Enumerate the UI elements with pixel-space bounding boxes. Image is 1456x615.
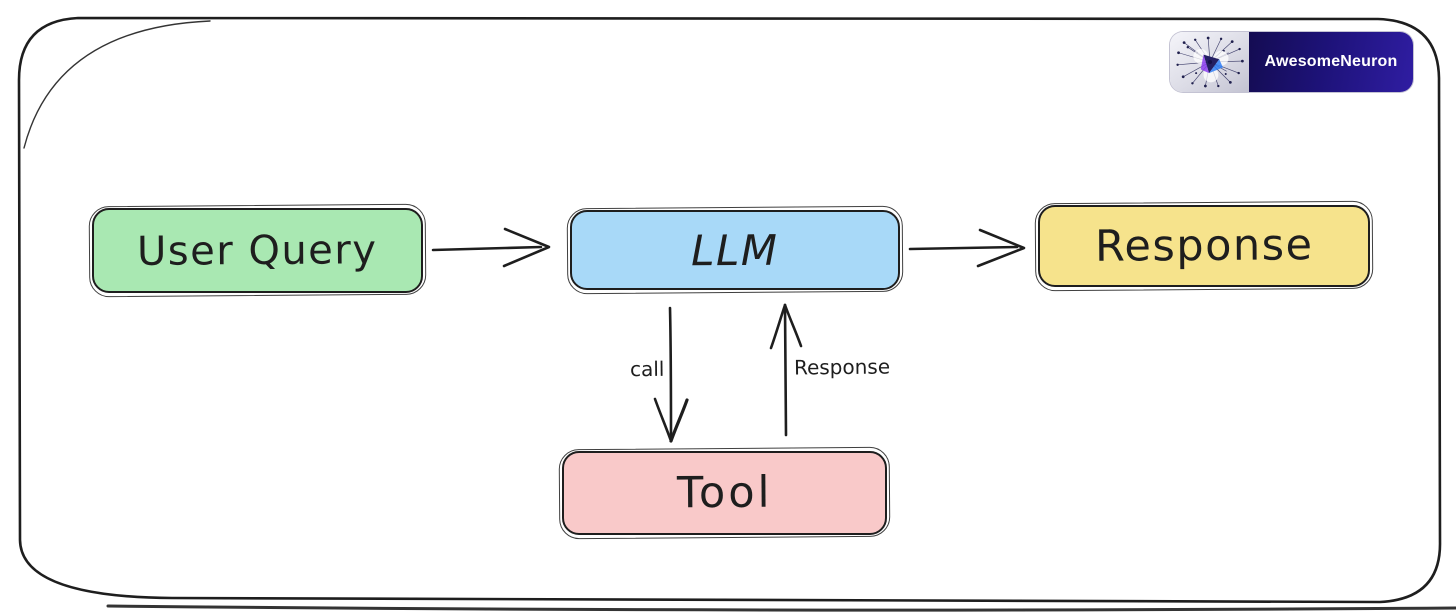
neuron-logo-icon	[1170, 32, 1249, 92]
node-tool-label: Tool	[676, 467, 773, 519]
brand-name-plate: AwesomeNeuron	[1249, 32, 1413, 92]
arrow-llm-to-response	[908, 228, 1026, 268]
brand-badge[interactable]: AwesomeNeuron	[1170, 32, 1413, 92]
node-user-query-label: User Query	[137, 226, 378, 275]
edge-label-call: call	[629, 356, 665, 382]
brand-name: AwesomeNeuron	[1264, 53, 1398, 70]
node-llm-label: LLM	[691, 225, 779, 275]
node-tool[interactable]: Tool	[562, 451, 887, 535]
node-response[interactable]: Response	[1038, 205, 1370, 287]
edge-label-response: Response	[793, 354, 891, 380]
node-llm[interactable]: LLM	[570, 210, 900, 290]
node-user-query[interactable]: User Query	[92, 208, 423, 293]
arrow-user-query-to-llm	[431, 227, 551, 268]
node-response-label: Response	[1094, 220, 1314, 272]
